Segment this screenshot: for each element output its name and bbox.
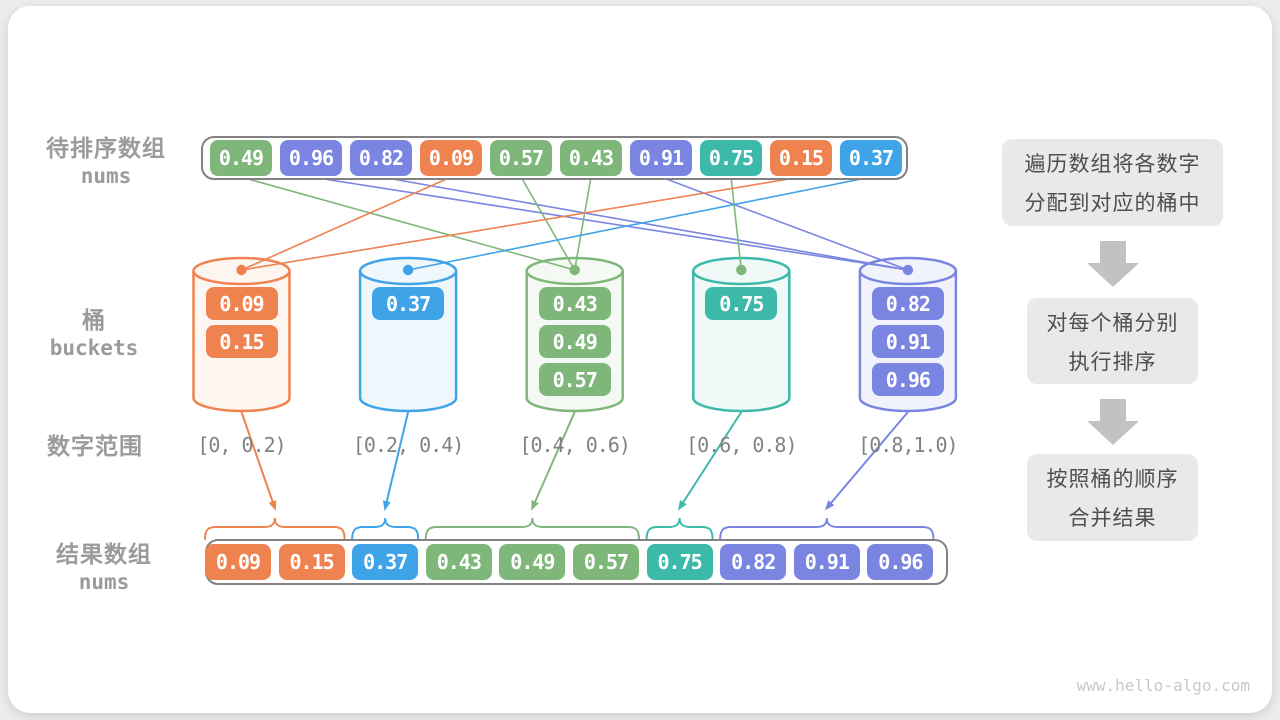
merge-brace-3 (645, 517, 714, 540)
ranges-label-zh: 数字范围 (47, 433, 143, 459)
bucket-cylinder-outline-3 (692, 271, 791, 413)
input-cell-0.57: 0.57 (490, 140, 552, 176)
bucket-value-0.49: 0.49 (538, 325, 611, 358)
input-cell-0.09: 0.09 (420, 140, 482, 176)
step-text-line: 合并结果 (1068, 507, 1157, 530)
connector-line-0.82 (380, 176, 909, 271)
bucket-value-0.57: 0.57 (538, 363, 611, 396)
step-text-line: 对每个桶分别 (1046, 311, 1179, 335)
step-text-line: 按照桶的顺序 (1046, 468, 1179, 491)
merge-arrow-1 (382, 411, 410, 511)
input-cell-0.15: 0.15 (770, 140, 832, 176)
input-cell-0.43: 0.43 (560, 140, 622, 176)
result-cell-0.82: 0.82 (720, 544, 787, 580)
input-array-label-en: nums (80, 164, 132, 188)
bucket-value-0.43: 0.43 (538, 287, 611, 320)
merge-brace-1 (351, 517, 420, 540)
merge-brace-2 (424, 517, 640, 540)
merge-brace-4 (719, 517, 935, 540)
range-label-2: [0.4, 0.6) (519, 433, 630, 457)
step-text-line: 分配到对应的桶中 (1024, 192, 1201, 215)
input-cell-0.96: 0.96 (280, 140, 342, 176)
connector-line-0.57 (520, 176, 576, 271)
bucket-value-0.82: 0.82 (871, 287, 944, 320)
input-array-label-zh: 待排序数组 (46, 135, 166, 161)
bucket-dot-2 (569, 264, 580, 276)
connector-line-0.15 (241, 176, 802, 271)
merge-arrow-2 (531, 411, 576, 511)
result-array-label: 结果数组 nums (12, 540, 196, 596)
merge-arrow-4 (824, 411, 909, 511)
bucket-value-0.96: 0.96 (871, 363, 944, 396)
input-array-label: 待排序数组 nums (14, 134, 198, 190)
bucket-value-0.37: 0.37 (372, 287, 445, 320)
bucket-cylinder-outline-1 (358, 271, 458, 413)
connector-line-0.43 (573, 176, 592, 271)
ranges-label: 数字范围 (3, 432, 187, 461)
result-cell-0.91: 0.91 (793, 544, 860, 580)
bucket-value-0.91: 0.91 (871, 325, 944, 358)
bucket-value-0.15: 0.15 (205, 325, 278, 358)
result-array-label-zh: 结果数组 (56, 541, 152, 567)
flow-arrow-1 (1087, 399, 1139, 445)
merge-brace-0 (204, 517, 346, 540)
step-box-merge: 按照桶的顺序 合并结果 (1027, 454, 1198, 541)
range-label-1: [0.2, 0.4) (352, 433, 464, 457)
result-cell-0.96: 0.96 (867, 544, 934, 580)
step-box-distribute: 遍历数组将各数字 分配到对应的桶中 (1002, 139, 1223, 226)
bucket-dot-4 (902, 264, 914, 276)
watermark: www.hello-algo.com (1076, 676, 1250, 695)
input-cell-0.49: 0.49 (210, 140, 272, 176)
connector-line-0.09 (241, 176, 452, 271)
flow-arrow-0 (1087, 241, 1139, 287)
step-text-line: 执行排序 (1068, 350, 1157, 374)
bucket-cylinder-outline-2 (525, 271, 624, 413)
input-cell-0.75: 0.75 (700, 140, 762, 176)
result-cell-0.15: 0.15 (278, 544, 345, 580)
bucket-dot-0 (236, 264, 247, 276)
range-label-4: [0.8,1.0) (858, 433, 958, 457)
bucket-value-0.09: 0.09 (205, 287, 278, 320)
result-array-label-en: nums (78, 570, 130, 594)
connector-line-0.75 (730, 176, 743, 271)
bucket-cylinder-outline-4 (858, 271, 958, 413)
merge-arrow-3 (677, 411, 743, 511)
result-cell-0.37: 0.37 (352, 544, 419, 580)
buckets-label-en: buckets (49, 336, 139, 360)
connector-line-0.49 (240, 176, 575, 271)
step-box-sort: 对每个桶分别 执行排序 (1027, 298, 1198, 384)
result-cell-0.57: 0.57 (573, 544, 639, 580)
step-text-line: 遍历数组将各数字 (1024, 153, 1201, 176)
bucket-value-0.75: 0.75 (705, 287, 778, 320)
result-cell-0.49: 0.49 (499, 544, 566, 580)
bucket-cylinder-outline-0 (192, 271, 291, 413)
connector-line-0.91 (660, 176, 909, 271)
range-label-0: [0, 0.2) (197, 433, 286, 457)
merge-arrow-0 (240, 411, 277, 511)
buckets-label: 桶 buckets (2, 306, 186, 362)
result-cell-0.09: 0.09 (205, 544, 271, 580)
range-label-3: [0.6, 0.8) (686, 433, 797, 457)
connector-line-0.37 (407, 176, 872, 271)
connector-line-0.96 (310, 176, 909, 271)
buckets-label-zh: 桶 (82, 307, 106, 333)
input-cell-0.91: 0.91 (630, 140, 692, 176)
result-cell-0.75: 0.75 (646, 544, 713, 580)
bucket-dot-3 (736, 264, 747, 276)
input-cell-0.82: 0.82 (350, 140, 412, 176)
result-cell-0.43: 0.43 (425, 544, 492, 580)
bucket-dot-1 (402, 264, 414, 276)
input-cell-0.37: 0.37 (840, 140, 902, 176)
